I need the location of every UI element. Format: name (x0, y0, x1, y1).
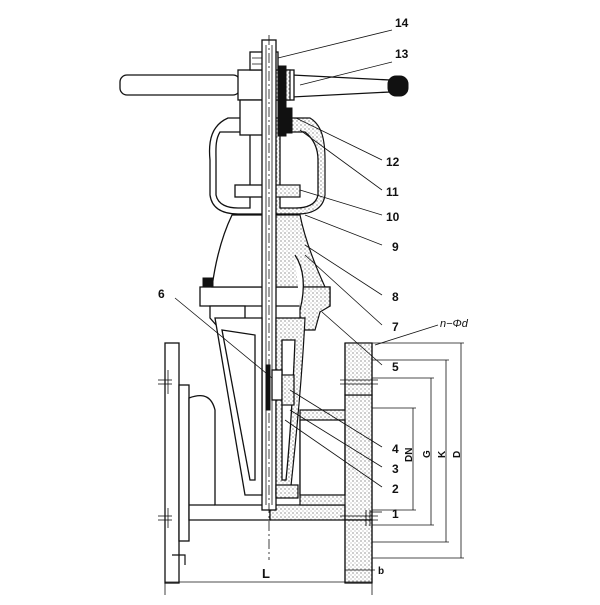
dim-l-label: L (262, 566, 270, 581)
callout-13: 13 (395, 47, 409, 61)
yoke (208, 107, 326, 215)
dim-d-label: D (452, 451, 463, 458)
callout-labels: 14 13 12 11 10 9 8 7 5 4 3 2 1 6 n−Φd (158, 16, 469, 521)
callout-1: 1 (392, 507, 399, 521)
wedge-gate (214, 254, 306, 496)
dim-dn-label: DN (404, 448, 415, 462)
callout-14: 14 (395, 16, 409, 30)
stem (261, 35, 277, 560)
leader-lines (174, 29, 439, 513)
seat-ring (275, 484, 299, 499)
left-flange (158, 342, 190, 584)
dim-g-label: G (422, 450, 433, 458)
callout-10: 10 (386, 210, 400, 224)
bolt-holes-label: n−Φd (440, 318, 469, 330)
valve-body (188, 342, 378, 584)
callout-12: 12 (386, 155, 400, 169)
callout-7: 7 (392, 320, 399, 334)
callout-11: 11 (386, 185, 399, 199)
right-flange-bolts (340, 379, 378, 526)
dim-k-label: K (437, 450, 448, 458)
callout-5: 5 (392, 360, 399, 374)
callout-2: 2 (392, 482, 399, 496)
callout-6: 6 (158, 287, 165, 301)
dimension-lines (164, 342, 464, 595)
callout-4: 4 (392, 442, 399, 456)
callout-9: 9 (392, 240, 399, 254)
callout-8: 8 (392, 290, 399, 304)
dim-b-label: b (378, 566, 384, 577)
dimension-labels: DN G K D L b (262, 448, 463, 581)
callout-3: 3 (392, 462, 399, 476)
